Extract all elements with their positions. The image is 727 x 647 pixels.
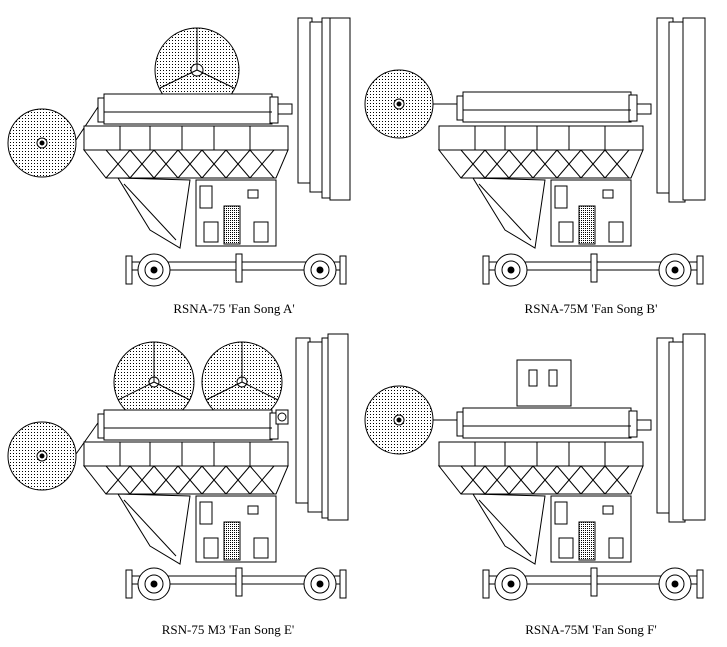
equipment-housing [516, 359, 572, 407]
truss-frame [82, 465, 289, 495]
caption: RSNA-75 'Fan Song A' [173, 301, 294, 316]
cabin-body [83, 441, 289, 467]
chassis [125, 253, 347, 287]
control-box [117, 177, 277, 249]
control-box [472, 177, 632, 249]
antenna-cylinder [456, 91, 652, 123]
panel-fan-song-f: RSNA-75M 'Fan Song F' [364, 333, 706, 637]
caption: RSNA-75M 'Fan Song F' [525, 622, 656, 637]
parabolic-dish-antenna [154, 27, 240, 113]
control-box [117, 493, 277, 565]
side-dish-antenna [7, 103, 101, 178]
antenna-cylinder [97, 409, 289, 441]
truss-frame [437, 465, 644, 495]
antenna-cylinder [456, 407, 652, 439]
side-dish-antenna [364, 69, 459, 139]
chassis [125, 567, 347, 601]
parabolic-dish-antenna-left [113, 341, 195, 423]
antenna-cylinder [97, 93, 293, 125]
chassis [482, 567, 704, 601]
control-box [472, 493, 632, 565]
caption: RSNA-75M 'Fan Song B' [525, 301, 658, 316]
truss-frame [82, 149, 289, 179]
panel-fan-song-e: RSN-75 M3 'Fan Song E' [7, 333, 349, 637]
vertical-antenna [656, 17, 706, 203]
truss-frame [437, 149, 644, 179]
vertical-antenna [297, 17, 351, 201]
cabin-body [438, 125, 644, 151]
chassis [482, 253, 704, 287]
cabin-body [438, 441, 644, 467]
vertical-antenna [295, 333, 349, 521]
cabin-body [83, 125, 289, 151]
panel-fan-song-b: RSNA-75M 'Fan Song B' [364, 17, 706, 316]
panel-fan-song-a: RSNA-75 'Fan Song A' [7, 17, 351, 316]
vertical-antenna [656, 333, 706, 523]
side-dish-antenna [364, 385, 459, 455]
side-dish-antenna [7, 419, 101, 491]
caption: RSN-75 M3 'Fan Song E' [162, 622, 295, 637]
